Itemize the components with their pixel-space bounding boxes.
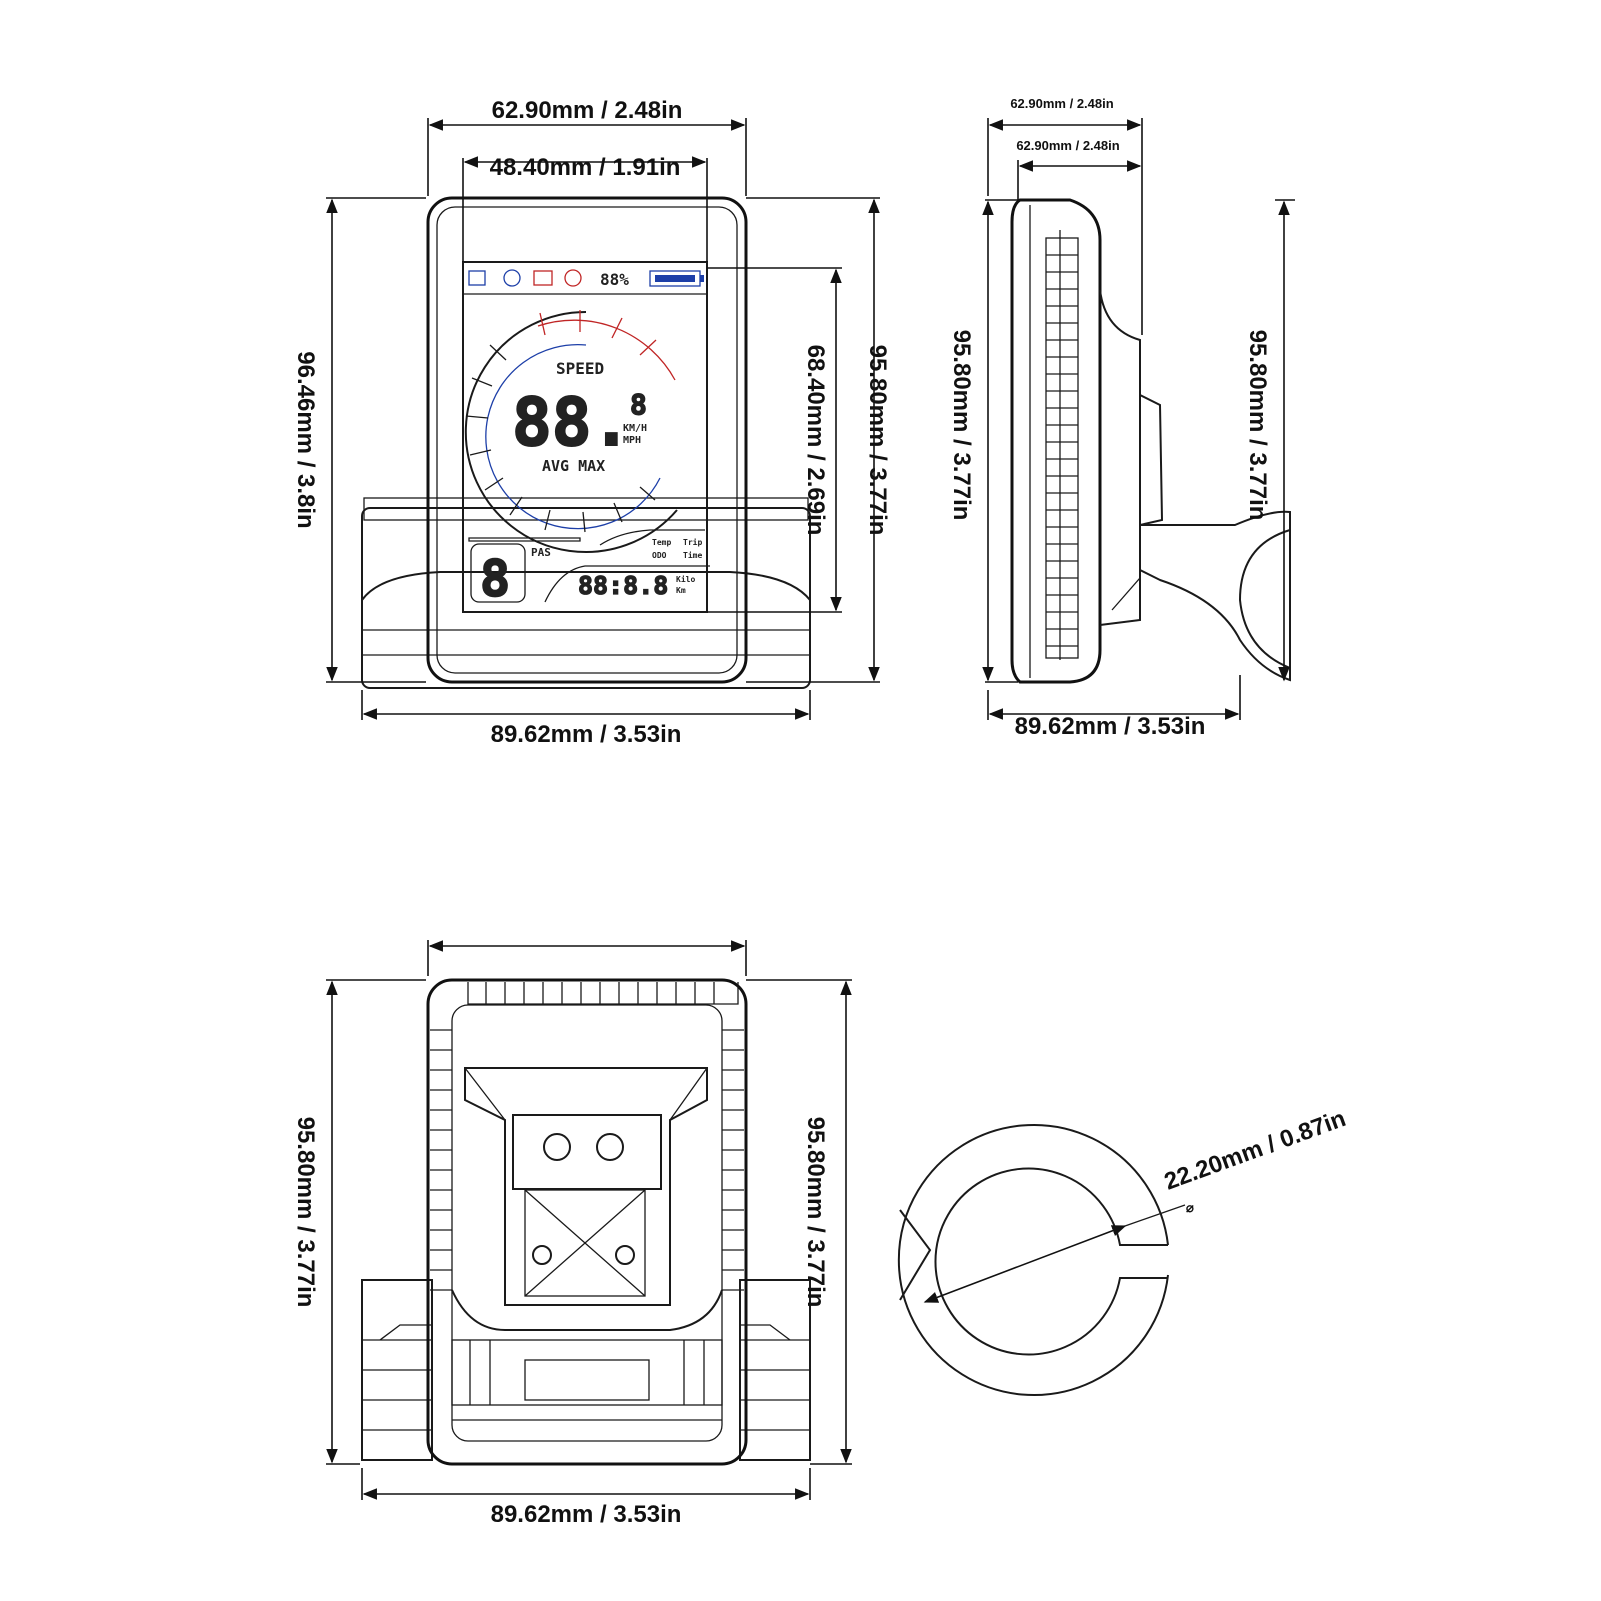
- lcd-info-panel: 8 PAS 88:8.8 Temp Trip ODO Time Kilo Km: [468, 529, 710, 609]
- battery-percent: 88%: [600, 270, 629, 289]
- unit-bottom: MPH: [623, 435, 641, 446]
- lcd-status-bar: 88%: [463, 269, 707, 295]
- clamp-view: ⌀ 22.20mm / 0.87in: [897, 1105, 1350, 1396]
- dim-screen-width: 48.40mm / 1.91in: [490, 154, 681, 181]
- dim-side-height-right: 95.80mm / 3.77in: [1244, 330, 1271, 521]
- back-dimensions: 95.80mm / 3.77in 95.80mm / 3.77in 89.62m…: [292, 940, 852, 1528]
- dim-side-top-1: 62.90mm / 2.48in: [1010, 96, 1113, 111]
- brake-icon: [564, 269, 582, 287]
- side-view: 62.90mm / 2.48in 62.90mm / 2.48in 95.80m…: [948, 96, 1295, 740]
- temp-label: Temp: [652, 538, 671, 547]
- unit-km-label: Kilo: [676, 574, 695, 584]
- speed-gauge: SPEED 88. 8 KM/H MPH AVG MAX: [464, 310, 678, 553]
- diameter-symbol: ⌀: [1186, 1200, 1194, 1215]
- mount-hole-1: [543, 1133, 571, 1161]
- dim-outer-width: 62.90mm / 2.48in: [492, 97, 683, 124]
- back-view: 95.80mm / 3.77in 95.80mm / 3.77in 89.62m…: [292, 940, 852, 1528]
- avg-max-label: AVG MAX: [542, 457, 605, 475]
- level-label: PAS: [531, 546, 551, 559]
- dim-body-height: 95.80mm / 3.77in: [864, 345, 891, 536]
- dim-back-height-right: 95.80mm / 3.77in: [802, 1117, 829, 1308]
- speed-decimal: 8: [630, 388, 647, 421]
- front-bracket: [361, 497, 811, 689]
- front-body: [426, 196, 748, 684]
- level-digit: 8: [480, 550, 510, 608]
- dim-screen-height: 68.40mm / 2.69in: [802, 345, 829, 536]
- time-label: Time: [683, 550, 702, 560]
- back-side-ribs: [430, 1029, 744, 1291]
- screw-hole-1: [532, 1245, 552, 1265]
- dim-total-height: 96.46mm / 3.8in: [292, 351, 319, 528]
- dim-bracket-width: 89.62mm / 3.53in: [491, 721, 682, 748]
- front-view: 88%: [292, 97, 891, 748]
- dim-back-width: 89.62mm / 3.53in: [491, 1501, 682, 1528]
- dim-side-width: 89.62mm / 3.53in: [1015, 713, 1206, 740]
- dim-side-top-2: 62.90mm / 2.48in: [1016, 138, 1119, 153]
- screw-hole-2: [615, 1245, 635, 1265]
- speedometer-icon: [503, 269, 521, 287]
- back-top-ribs: [467, 982, 739, 1005]
- mount-hole-2: [596, 1133, 624, 1161]
- front-dimensions: 62.90mm / 2.48in 48.40mm / 1.91in 96.46m…: [292, 97, 891, 748]
- speed-digits: 88.: [512, 384, 631, 461]
- dim-side-height-left: 95.80mm / 3.77in: [948, 330, 975, 521]
- dim-back-height-left: 95.80mm / 3.77in: [292, 1117, 319, 1308]
- trip-label: Trip: [683, 537, 702, 547]
- unit-mi-label: Km: [676, 586, 686, 595]
- dim-clamp-diameter: 22.20mm / 0.87in: [1161, 1105, 1350, 1196]
- side-dimensions: 62.90mm / 2.48in 62.90mm / 2.48in 95.80m…: [948, 96, 1295, 740]
- unit-top: KM/H: [623, 423, 647, 434]
- odo-digits: 88:8.8: [578, 571, 668, 600]
- lcd-screen: [462, 261, 708, 613]
- speed-label: SPEED: [556, 359, 604, 378]
- side-ribs: [1045, 237, 1079, 659]
- motor-icon: [533, 270, 553, 286]
- odo-label: ODO: [652, 551, 667, 560]
